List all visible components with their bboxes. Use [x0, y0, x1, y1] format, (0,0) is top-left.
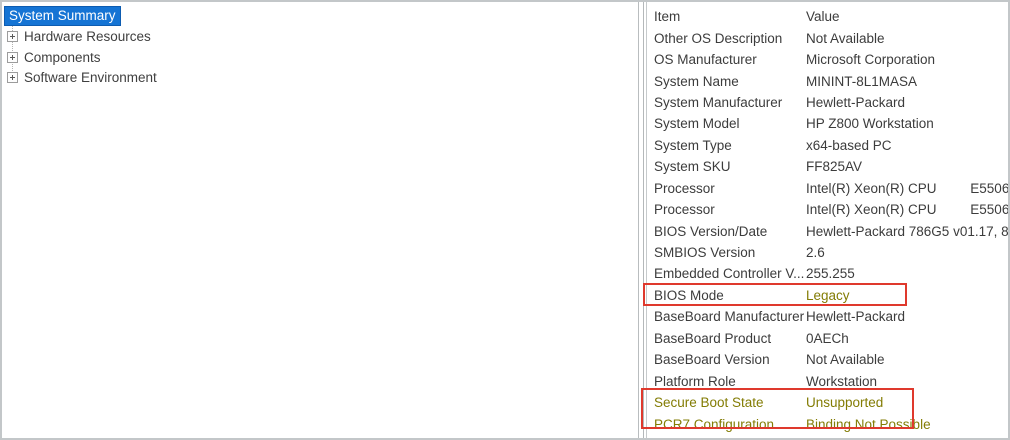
table-row-platform-role[interactable]: Platform Role Workstation: [654, 370, 1008, 391]
table-row-bios-version-date[interactable]: BIOS Version/Date Hewlett-Packard 786G5 …: [654, 220, 1008, 241]
expand-plus-icon[interactable]: [7, 30, 18, 42]
table-row-system-sku[interactable]: System SKU FF825AV: [654, 156, 1008, 177]
item-cell: Processor: [654, 202, 715, 218]
table-row-os-manufacturer[interactable]: OS Manufacturer Microsoft Corporation: [654, 49, 1008, 70]
value-cell: Microsoft Corporation: [806, 52, 936, 68]
item-cell: BaseBoard Product: [654, 330, 772, 346]
value-cell: Hewlett-Packard 786G5 v01.17, 8/: [806, 223, 1008, 239]
column-header-item[interactable]: Item: [654, 9, 681, 25]
item-cell: Other OS Description: [654, 30, 783, 46]
item-cell: BaseBoard Manufacturer: [654, 309, 805, 325]
item-cell: SMBIOS Version: [654, 245, 756, 261]
value-cell: 2.6: [806, 245, 825, 261]
item-cell: Secure Boot State: [654, 395, 764, 411]
details-list: Item Value Other OS Description Not Avai…: [646, 2, 1008, 438]
item-cell: System SKU: [654, 159, 731, 175]
column-header-row[interactable]: Item Value: [654, 6, 1008, 27]
value-cell: Not Available: [806, 352, 885, 368]
table-row-other-os-description[interactable]: Other OS Description Not Available: [654, 27, 1008, 48]
item-cell: System Type: [654, 137, 732, 153]
details-list-panel: Item Value Other OS Description Not Avai…: [643, 2, 1008, 438]
value-cell: Legacy: [806, 287, 850, 303]
table-row-system-manufacturer[interactable]: System Manufacturer Hewlett-Packard: [654, 92, 1008, 113]
value-cell: Hewlett-Packard: [806, 94, 906, 110]
sidebar-item-system-summary[interactable]: System Summary: [4, 6, 121, 26]
value-cell: Binding Not Possible: [806, 416, 931, 432]
table-row-system-type[interactable]: System Type x64-based PC: [654, 135, 1008, 156]
table-row-system-model[interactable]: System Model HP Z800 Workstation: [654, 113, 1008, 134]
table-row-pcr7-configuration[interactable]: PCR7 Configuration Binding Not Possible: [654, 413, 1008, 434]
value-cell: Unsupported: [806, 395, 884, 411]
value-cell: Hewlett-Packard: [806, 309, 906, 325]
value-cell: Intel(R) Xeon(R) CPU E5506: [806, 202, 1008, 218]
item-cell: Processor: [654, 180, 715, 196]
table-row-smbios-version[interactable]: SMBIOS Version 2.6: [654, 242, 1008, 263]
item-cell: System Name: [654, 73, 739, 89]
table-row-baseboard-manufacturer[interactable]: BaseBoard Manufacturer Hewlett-Packard: [654, 306, 1008, 327]
sidebar-item-label: Hardware Resources: [24, 28, 151, 44]
sidebar-item-label: Components: [24, 49, 101, 65]
table-row-system-name[interactable]: System Name MININT-8L1MASA: [654, 70, 1008, 91]
table-row-bios-mode[interactable]: BIOS Mode Legacy: [654, 285, 1008, 306]
table-row-baseboard-version[interactable]: BaseBoard Version Not Available: [654, 349, 1008, 370]
value-cell: 0AECh: [806, 330, 849, 346]
value-cell: Not Available: [806, 30, 885, 46]
column-header-value[interactable]: Value: [806, 9, 840, 25]
expand-plus-icon[interactable]: [7, 51, 18, 63]
sidebar-item-software-environment[interactable]: Software Environment: [7, 67, 157, 87]
table-row-secure-boot-state[interactable]: Secure Boot State Unsupported: [654, 392, 1008, 413]
item-cell: BaseBoard Version: [654, 352, 770, 368]
item-cell: PCR7 Configuration: [654, 416, 775, 432]
value-cell: 255.255: [806, 266, 855, 282]
value-cell: FF825AV: [806, 159, 863, 175]
value-cell: x64-based PC: [806, 137, 892, 153]
item-cell: Platform Role: [654, 373, 736, 389]
sidebar-item-hardware-resources[interactable]: Hardware Resources: [7, 26, 151, 46]
sidebar-item-label: Software Environment: [24, 69, 157, 85]
table-row-processor-2[interactable]: Processor Intel(R) Xeon(R) CPU E5506: [654, 199, 1008, 220]
table-row-processor-1[interactable]: Processor Intel(R) Xeon(R) CPU E5506: [654, 178, 1008, 199]
item-cell: Embedded Controller V...: [654, 266, 805, 282]
item-cell: System Model: [654, 116, 740, 132]
item-cell: OS Manufacturer: [654, 52, 757, 68]
item-cell: BIOS Version/Date: [654, 223, 768, 239]
value-cell: Intel(R) Xeon(R) CPU E5506: [806, 180, 1008, 196]
category-tree-panel: System Summary Hardware Resources Compon…: [2, 2, 639, 438]
value-cell: MININT-8L1MASA: [806, 73, 918, 89]
tree-connector-line: [12, 25, 13, 73]
expand-plus-icon[interactable]: [7, 71, 18, 83]
value-cell: Workstation: [806, 373, 878, 389]
sidebar-item-components[interactable]: Components: [7, 47, 101, 67]
value-cell: HP Z800 Workstation: [806, 116, 934, 132]
table-row-baseboard-product[interactable]: BaseBoard Product 0AECh: [654, 328, 1008, 349]
item-cell: BIOS Mode: [654, 287, 724, 303]
item-cell: System Manufacturer: [654, 94, 783, 110]
table-row-embedded-controller-version[interactable]: Embedded Controller V... 255.255: [654, 263, 1008, 284]
